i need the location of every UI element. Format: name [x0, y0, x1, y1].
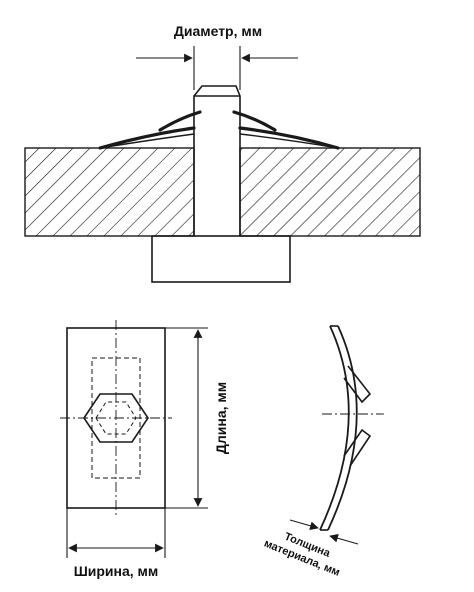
installed-section-view: Диаметр, мм: [24, 23, 421, 283]
hex-head-hidden: [83, 393, 149, 443]
spring-clip-section: [98, 110, 340, 150]
clip-profile-inner: [327, 325, 358, 531]
length-label: Длина, мм: [213, 382, 229, 454]
diameter-dimension: [136, 46, 298, 90]
clip-tab-upper: [343, 365, 372, 404]
length-dimension: [165, 327, 208, 509]
clip-profile-outer: [319, 325, 350, 531]
thickness-label: Толщина материала, мм: [262, 531, 341, 579]
side-profile-view: Толщина материала, мм: [262, 325, 384, 579]
stud-shaft: [193, 85, 241, 236]
clip-tab-lower: [343, 428, 372, 467]
diameter-label: Диаметр, мм: [174, 23, 262, 39]
width-dimension: [66, 508, 166, 558]
bolt-head: [151, 235, 291, 283]
panel-left-hatched: [24, 147, 195, 237]
panel-right-hatched: [239, 147, 421, 237]
plan-view: Длина, мм Ширина, мм: [60, 320, 229, 579]
width-label: Ширина, мм: [74, 563, 159, 579]
thickness-dimension: [289, 519, 359, 545]
